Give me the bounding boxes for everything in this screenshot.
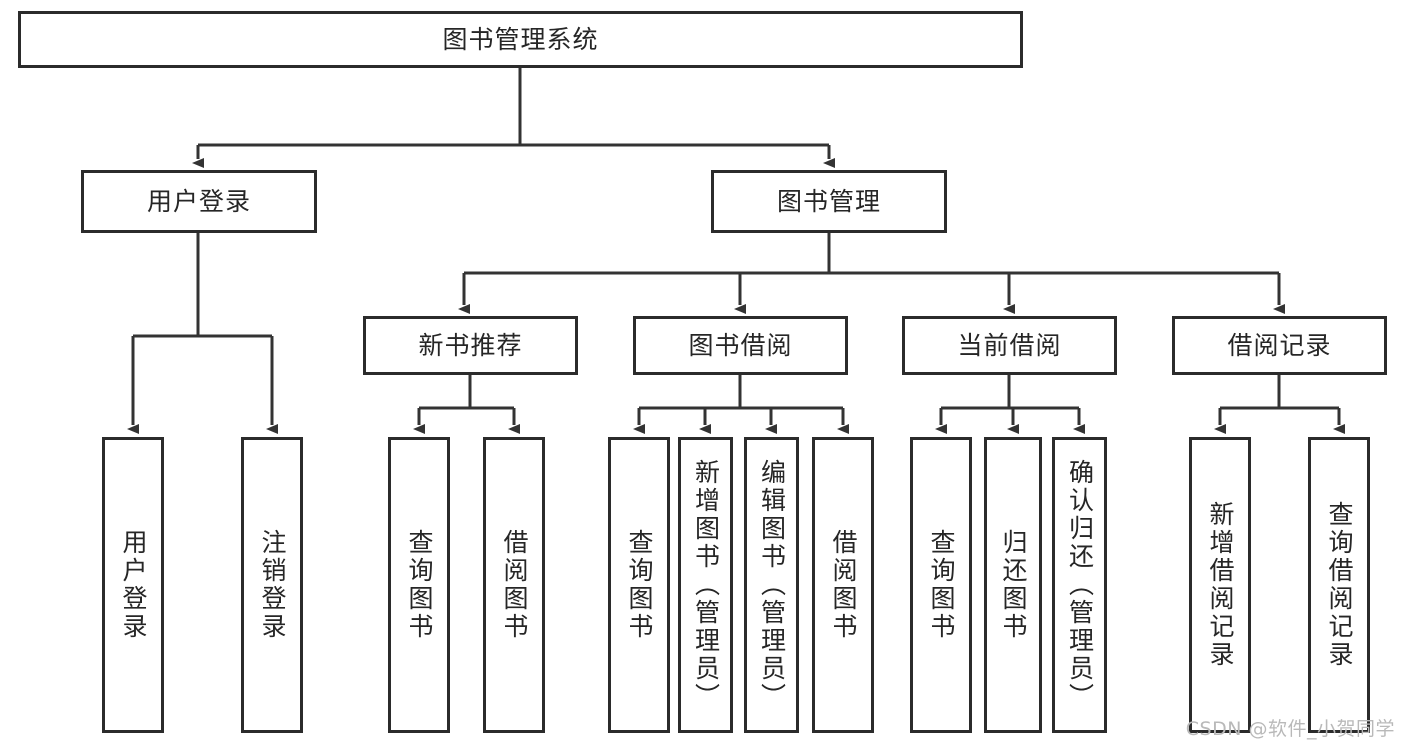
node-leaf-query-book-recommend[interactable]: 查询图书 (388, 437, 450, 733)
node-leaf-query-borrow-record[interactable]: 查询借阅记录 (1308, 437, 1370, 733)
node-label: 查询借阅记录 (1325, 501, 1354, 669)
node-leaf-borrow-book[interactable]: 借阅图书 (812, 437, 874, 733)
node-book-manage[interactable]: 图书管理 (711, 170, 947, 233)
node-current-borrow[interactable]: 当前借阅 (902, 316, 1117, 375)
node-leaf-query-book-current[interactable]: 查询图书 (910, 437, 972, 733)
node-label: 当前借阅 (957, 330, 1062, 360)
node-user-login[interactable]: 用户登录 (81, 170, 317, 233)
node-label: 注销登录 (258, 529, 287, 641)
node-label: 新增借阅记录 (1206, 501, 1235, 669)
node-book-borrow[interactable]: 图书借阅 (633, 316, 848, 375)
node-leaf-confirm-return-admin[interactable]: 确认归还（管理员） (1052, 437, 1107, 733)
node-leaf-user-login[interactable]: 用户登录 (102, 437, 164, 733)
node-label: 图书管理系统 (442, 24, 599, 54)
node-borrow-record[interactable]: 借阅记录 (1172, 316, 1387, 375)
node-label: 借阅记录 (1227, 330, 1332, 360)
node-root-system[interactable]: 图书管理系统 (18, 11, 1023, 68)
node-label: 借阅图书 (829, 529, 858, 641)
node-label: 用户登录 (119, 529, 148, 641)
node-label: 借阅图书 (500, 529, 529, 641)
node-new-book-recommend[interactable]: 新书推荐 (363, 316, 578, 375)
node-label: 新增图书（管理员） (691, 459, 721, 711)
node-leaf-add-book-admin[interactable]: 新增图书（管理员） (678, 437, 733, 733)
node-leaf-edit-book-admin[interactable]: 编辑图书（管理员） (744, 437, 799, 733)
node-leaf-query-book-borrow[interactable]: 查询图书 (608, 437, 670, 733)
csdn-watermark: CSDN @软件_小贺同学 (1185, 718, 1395, 740)
node-label: 查询图书 (405, 529, 434, 641)
node-leaf-add-borrow-record[interactable]: 新增借阅记录 (1189, 437, 1251, 733)
node-label: 查询图书 (625, 529, 654, 641)
node-leaf-logout[interactable]: 注销登录 (241, 437, 303, 733)
node-label: 新书推荐 (418, 330, 523, 360)
node-label: 归还图书 (999, 529, 1028, 641)
node-leaf-borrow-book-recommend[interactable]: 借阅图书 (483, 437, 545, 733)
node-leaf-return-book[interactable]: 归还图书 (984, 437, 1042, 733)
node-label: 编辑图书（管理员） (757, 459, 787, 711)
node-label: 图书管理 (776, 186, 881, 216)
node-label: 图书借阅 (688, 330, 793, 360)
node-label: 确认归还（管理员） (1065, 459, 1095, 711)
node-label: 用户登录 (146, 186, 251, 216)
node-label: 查询图书 (927, 529, 956, 641)
